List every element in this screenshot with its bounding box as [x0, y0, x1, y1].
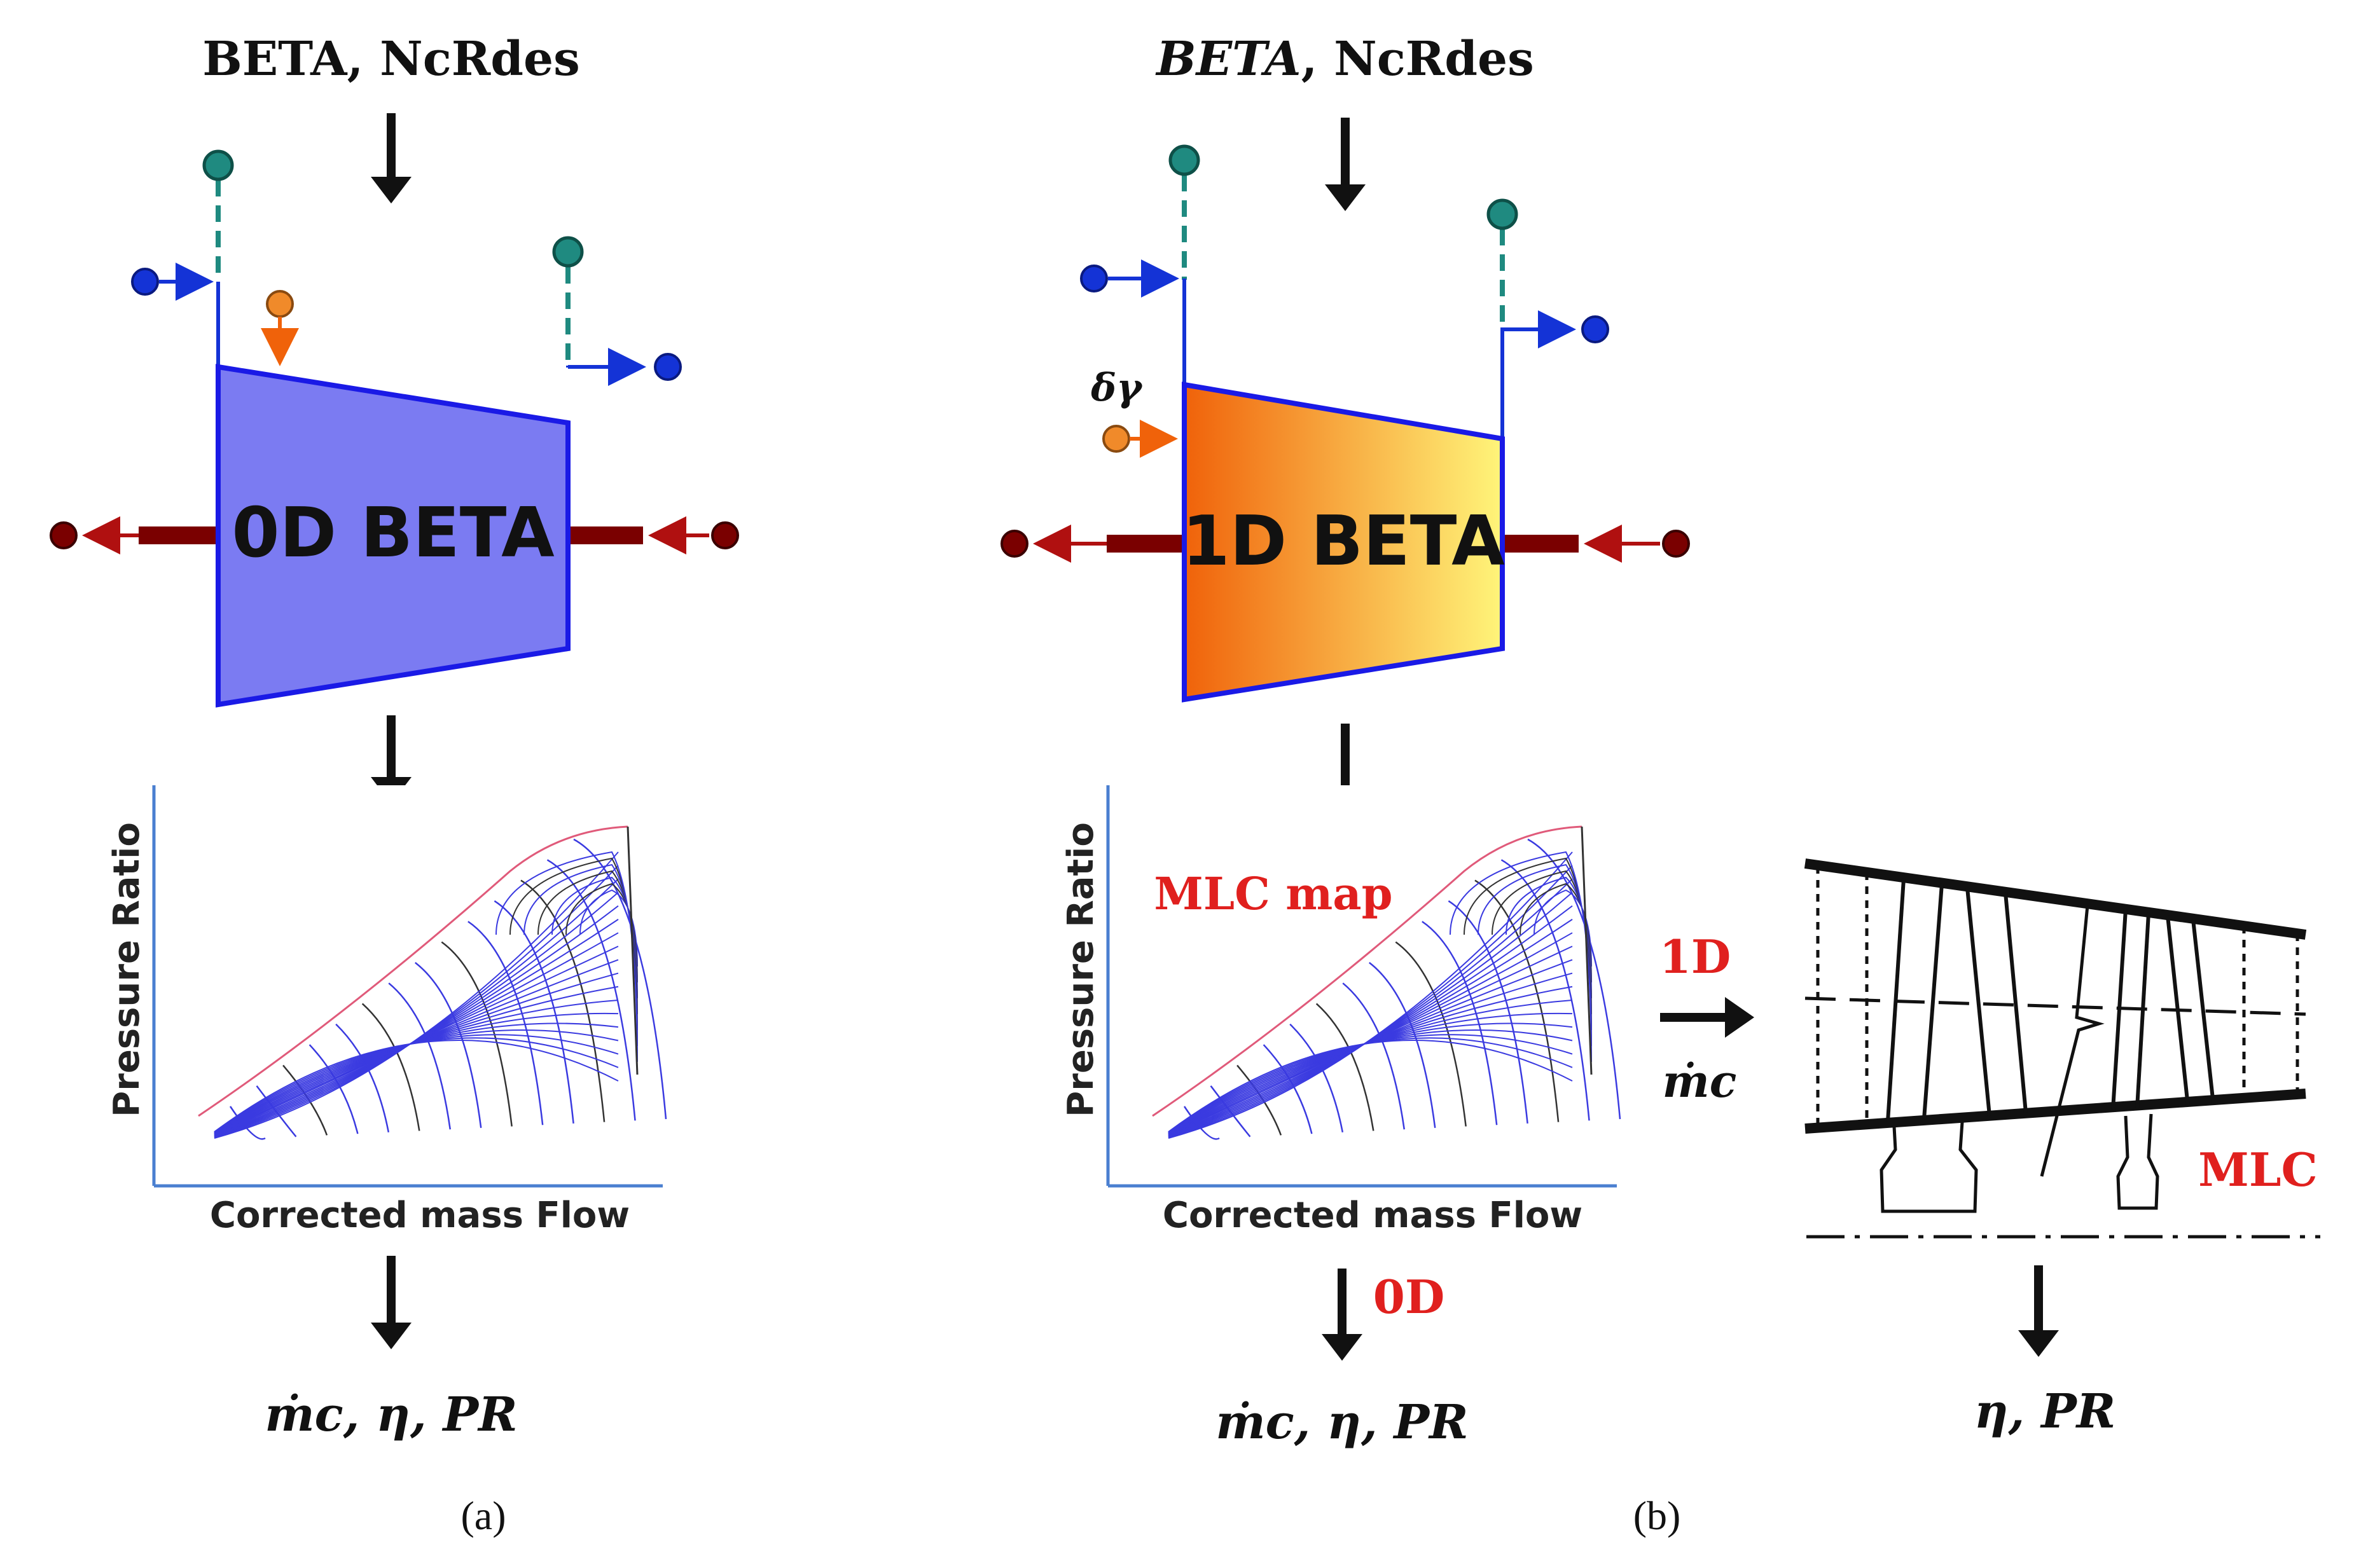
panel-b-arrow-0d [1322, 1269, 1362, 1361]
map-curve [1534, 889, 1592, 967]
panel-a-right-shaft [568, 516, 739, 554]
panel-b-left-shaft [1000, 525, 1186, 563]
map-curve [1210, 1085, 1251, 1138]
panel-b-compressor-block [1182, 382, 1505, 703]
panel-b-block-label: 1D BETA [1182, 502, 1505, 581]
map-curve [1506, 876, 1592, 999]
panel-a-input-arrow [371, 113, 412, 203]
panel-a-caption: (a) [460, 1493, 506, 1538]
panel-b-arrow-1d-label: 1D [1659, 930, 1731, 984]
map-curve [198, 825, 628, 1117]
panel-a-left-teal-pin [202, 149, 234, 280]
map-curve [256, 1085, 297, 1138]
panel-a-map-curves [198, 825, 667, 1140]
panel-b-map-xlabel: Corrected mass Flow [1163, 1195, 1582, 1236]
map-curve [627, 826, 639, 1075]
panel-b-left-teal-pin [1168, 144, 1200, 280]
panel-a-map-xlabel: Corrected mass Flow [210, 1195, 630, 1236]
panel-b-orange-control-node [1102, 420, 1178, 458]
panel-a-outlet-flow-node [566, 348, 682, 386]
map-curve [1500, 859, 1590, 1121]
map-curve [1369, 961, 1436, 1129]
panel-b-outputs: ṁc, η, PR [1215, 1395, 1468, 1450]
panel-b-map-title: MLC map [1154, 867, 1392, 920]
panel-b-mlc-label: MLC [2198, 1143, 2318, 1197]
map-curve [495, 851, 638, 1063]
panel-b-caption: (b) [1633, 1493, 1681, 1538]
map-curve [229, 1106, 266, 1140]
panel-b-right-teal-pin [1486, 198, 1518, 327]
map-curve [214, 1040, 619, 1132]
panel-b-input-arrow [1325, 118, 1366, 211]
panel-a: BETA, NcRdes [50, 32, 739, 1538]
map-curve [1450, 851, 1592, 1063]
panel-a-input-label: BETA, NcRdes [202, 32, 580, 86]
panel-a-left-shaft [50, 516, 220, 554]
panel-b-outlet-flow-node [1500, 310, 1609, 439]
map-curve [494, 900, 574, 1124]
map-curve [441, 941, 513, 1127]
panel-b-input-rest: , NcRdes [1301, 32, 1534, 86]
panel-b-right-shaft [1502, 525, 1690, 563]
panel-b-mlc-arrow [2018, 1265, 2059, 1357]
map-curve [551, 876, 638, 999]
map-curve [1422, 921, 1498, 1125]
panel-b-input-label: BETA, NcRdes [1155, 32, 1534, 86]
map-curve [467, 921, 544, 1125]
panel-a-block-label: 0D BETA [232, 493, 555, 573]
map-curve [565, 883, 638, 983]
panel-a-outputs: ṁc, η, PR [265, 1387, 517, 1442]
panel-b-input-beta: BETA [1155, 32, 1301, 86]
panel-b-map-curves [1152, 825, 1621, 1140]
panel-b-mlc-outputs: η, PR [1974, 1384, 2115, 1439]
map-curve [1474, 879, 1560, 1122]
panel-a-map-ylabel: Pressure Ratio [106, 822, 148, 1117]
panel-a-compressor-block [216, 364, 571, 708]
map-curve [1168, 1040, 1573, 1132]
panel-a-inlet-flow-node [131, 263, 220, 366]
panel-a-arrow-to-outputs [371, 1256, 412, 1349]
map-curve [1520, 883, 1592, 983]
panel-a-compressor-map: Pressure Ratio Corrected mass Flow [106, 785, 667, 1236]
panel-b-compressor-map: MLC map Pressure Ratio Corrected mass Fl… [1060, 785, 1621, 1236]
panel-a-right-teal-pin [552, 236, 584, 366]
panel-b-inlet-flow-node [1080, 259, 1186, 385]
map-curve [1183, 1106, 1220, 1140]
map-curve [415, 961, 482, 1129]
panel-b-arrow-1d-sublabel: ṁc [1663, 1055, 1737, 1108]
panel-b-delta-label: δγ [1090, 366, 1143, 410]
map-curve [1315, 1003, 1374, 1131]
panel-b-mlc-sketch [1804, 858, 2320, 1239]
panel-a-orange-control-node [261, 290, 299, 366]
map-curve [361, 1003, 420, 1131]
panel-b-map-ylabel: Pressure Ratio [1060, 822, 1102, 1117]
panel-b-arrow-0d-label: 0D [1373, 1270, 1445, 1324]
map-curve [1152, 825, 1582, 1117]
map-curve [520, 879, 606, 1122]
panel-b: BETA, NcRdes δγ [1000, 32, 2320, 1538]
map-curve [546, 859, 636, 1121]
map-curve [579, 889, 638, 967]
panel-b-arrow-1d [1660, 997, 1754, 1038]
map-curve [1448, 900, 1528, 1124]
map-curve [1581, 826, 1593, 1075]
map-curve [1395, 941, 1467, 1127]
